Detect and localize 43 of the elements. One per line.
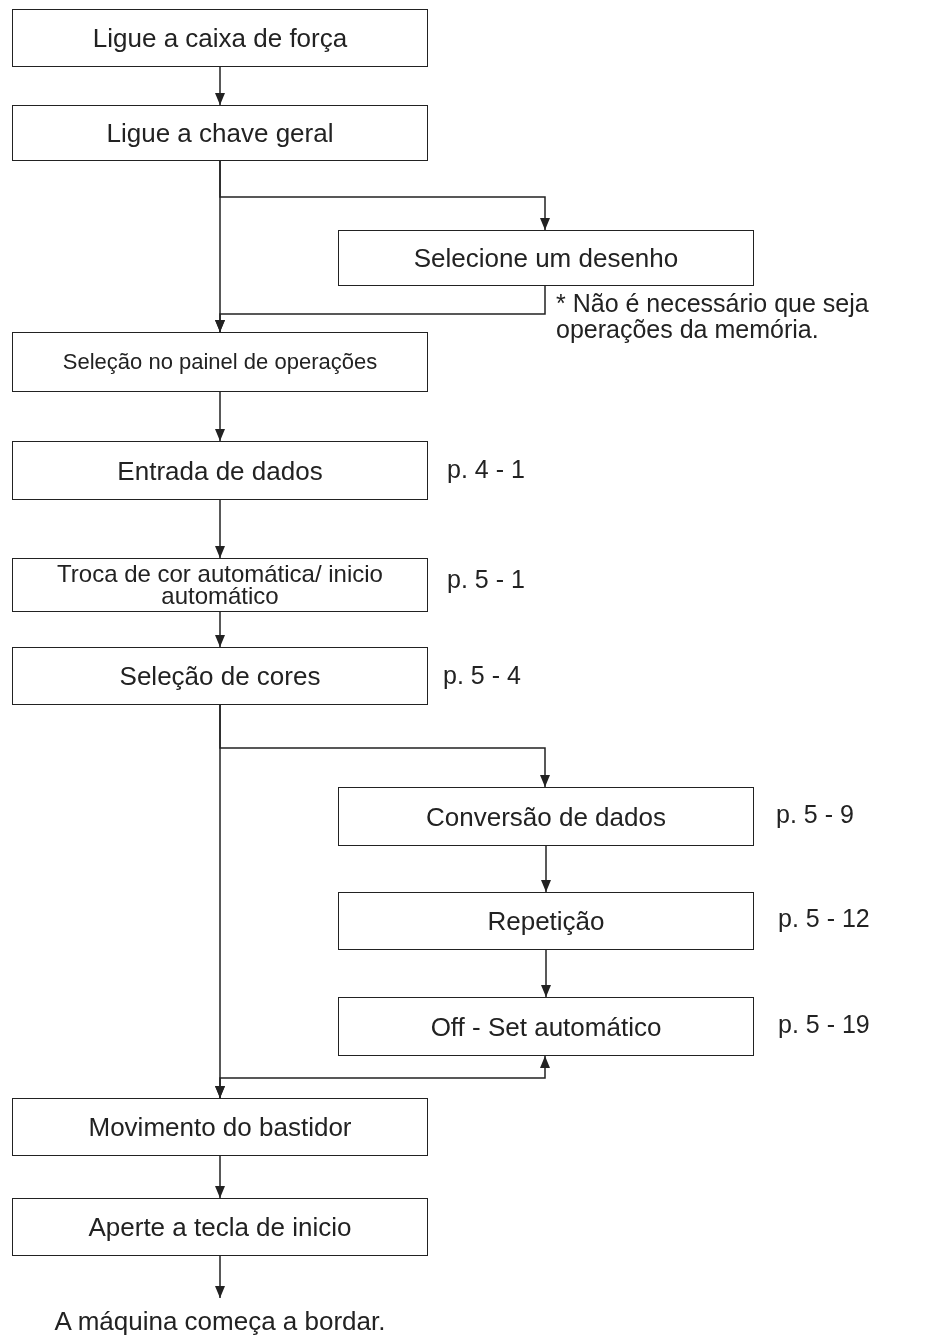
arrow [215,66,225,106]
arrow [541,845,551,893]
process-box [338,997,754,1056]
step-text: Selecione um desenho [413,245,679,271]
process-box [338,787,754,846]
step-text: Off - Set automático [430,1013,662,1040]
step-text: Aperte a tecla de inicio [88,1214,352,1240]
process-box [338,230,754,286]
step-text: Seleção no painel de operações [62,351,378,373]
process-box [12,558,428,612]
page-reference: p. 5 - 1 [447,566,526,593]
step-text: Ligue a caixa de força [92,25,348,51]
step-text: Seleção de cores [119,663,321,689]
process-box [12,332,428,392]
arrow [541,949,551,998]
arrow [219,704,550,788]
arrow [215,285,546,333]
process-box [12,9,428,67]
arrow [215,499,225,559]
page-reference: p. 5 - 12 [778,905,871,932]
process-box [12,441,428,500]
process-box [12,1098,428,1156]
arrow [219,160,550,231]
step-text: Troca de cor automática/ inicio automático [56,563,384,607]
process-box [12,647,428,705]
process-box [12,1198,428,1256]
step-text: Conversão de dados [426,803,666,830]
note-text: * Não é necessário que seja operações da memória. [556,290,870,343]
arrow [215,1255,225,1299]
arrow [215,1155,225,1199]
page-reference: p. 5 - 19 [778,1011,871,1038]
arrow [215,1055,550,1099]
process-box [338,892,754,950]
step-text: Ligue a chave geral [106,120,334,146]
process-box [12,105,428,161]
arrow [215,611,225,648]
page-reference: p. 5 - 4 [443,662,522,689]
step-text: Movimento do bastidor [88,1114,352,1140]
step-text: Repetição [487,908,605,934]
page-reference: p. 5 - 9 [776,801,855,828]
arrow [215,391,225,442]
step-text: Entrada de dados [117,457,323,484]
page-reference: p. 4 - 1 [447,456,526,483]
